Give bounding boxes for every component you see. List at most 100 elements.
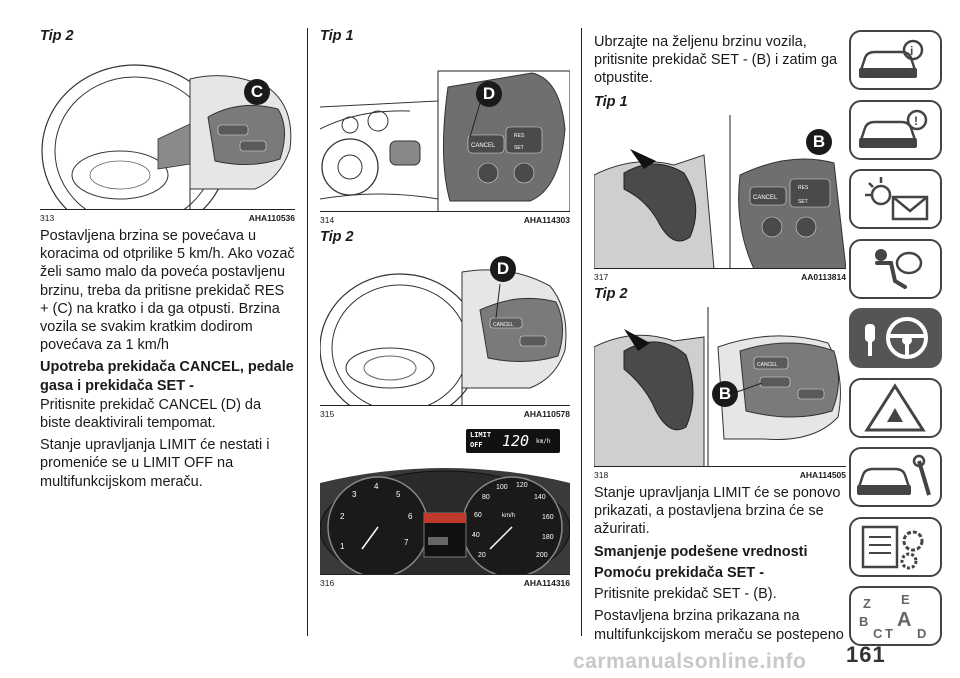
watermark: carmanualsonline.info <box>573 650 807 673</box>
paragraph: Postavljena brzina prikazana na multifun… <box>594 608 844 643</box>
tab-key-steering[interactable] <box>849 308 942 368</box>
column-2: Tip 1 CANCEL RES SET D 314 AHA114303 Tip <box>320 28 570 592</box>
column-divider <box>581 28 582 636</box>
paragraph: Postavljena brzina se povećava u koracim… <box>40 228 295 354</box>
dashboard-steering-illustration: CANCEL RES SET <box>320 70 570 211</box>
svg-text:i: i <box>910 44 913 58</box>
figure-caption: 314 AHA114303 <box>320 215 570 225</box>
callout-b: B <box>806 128 832 155</box>
spec-sheet-gear-icon <box>861 525 924 569</box>
svg-text:7: 7 <box>404 538 409 547</box>
callout-b: B <box>712 380 738 407</box>
svg-text:D: D <box>917 626 926 641</box>
figure-317: CANCEL RES SET B <box>594 114 846 269</box>
cancel-label: CANCEL <box>757 362 778 368</box>
cancel-label: CANCEL <box>471 143 496 149</box>
tab-car-info[interactable]: i <box>849 30 942 90</box>
paragraph: Stanje upravljanja LIMIT će se ponovo pr… <box>594 484 841 538</box>
paragraph: Stanje upravljanja LIMIT će nestati i pr… <box>40 437 270 490</box>
figure-caption: 313 AHA110536 <box>40 213 295 223</box>
lcd-speed: 120 <box>502 432 530 450</box>
figure-313: C <box>40 49 295 210</box>
svg-text:3: 3 <box>352 490 357 499</box>
tip-heading: Tip 2 <box>320 229 354 245</box>
paragraph: Ubrzajte na željenu brzinu vozila, priti… <box>594 34 838 87</box>
figure-code: AHA110578 <box>523 409 570 419</box>
svg-text:60: 60 <box>474 512 482 519</box>
svg-text:A: A <box>897 609 911 631</box>
figure-number: 317 <box>594 271 609 282</box>
tip-heading: Tip 2 <box>40 28 74 44</box>
res-label: RES <box>514 133 525 139</box>
tip-heading: Tip 1 <box>594 93 628 110</box>
callout-c: C <box>244 79 270 105</box>
hand-pressing-switch-illustration: CANCEL RES SET <box>594 114 846 268</box>
figure-number: 316 <box>320 578 335 588</box>
svg-text:1: 1 <box>340 542 345 551</box>
figure-code: AHA114505 <box>799 469 846 480</box>
callout-d: D <box>490 256 516 282</box>
svg-text:40: 40 <box>472 532 480 539</box>
figure-code: AA0113814 <box>801 271 846 282</box>
svg-text:B: B <box>859 614 868 629</box>
figure-code: AHA110536 <box>248 213 295 223</box>
tab-car-warning[interactable]: ! <box>849 99 942 160</box>
speed-unit-label: km/h <box>502 513 515 519</box>
paragraph: Pritisnite prekidač CANCEL (D) da biste … <box>40 396 262 432</box>
section-heading: Smanjenje podešene vrednosti Pomoću prek… <box>594 544 808 582</box>
figure-number: 314 <box>320 215 335 225</box>
svg-text:E: E <box>901 592 910 607</box>
figure-code: AHA114316 <box>523 578 570 588</box>
figure-caption: 318 AHA114505 <box>594 470 846 480</box>
column-divider <box>307 28 308 636</box>
cancel-label: CANCEL <box>753 195 778 201</box>
section-heading: Upotreba prekidača CANCEL, pedale gasa i… <box>40 359 294 394</box>
figure-number: 318 <box>594 469 609 480</box>
lcd-limit-off-display: LIMIT OFF 120 km/h <box>466 429 560 453</box>
figure-code: AHA114303 <box>523 215 570 225</box>
lcd-off: OFF <box>470 441 483 449</box>
svg-text:5: 5 <box>396 490 401 499</box>
figure-315: CANCEL D <box>320 250 570 406</box>
tip-heading: Tip 1 <box>320 28 354 44</box>
figure-number: 315 <box>320 409 335 419</box>
callout-d: D <box>476 81 502 107</box>
tachometer-ticks: 1 2 3 4 5 6 7 <box>340 482 413 551</box>
svg-text:Z: Z <box>863 596 871 611</box>
lcd-limit: LIMIT <box>470 431 492 439</box>
figure-caption: 315 AHA110578 <box>320 409 570 419</box>
svg-text:6: 6 <box>408 512 413 521</box>
hand-pressing-switch-illustration: CANCEL <box>594 306 841 466</box>
figure-314: CANCEL RES SET D <box>320 49 570 212</box>
set-label: SET <box>798 199 808 205</box>
paragraph: Pritisnite prekidač SET - (B). <box>594 586 777 603</box>
svg-text:20: 20 <box>478 552 486 559</box>
svg-text:160: 160 <box>542 514 554 521</box>
tab-alphabetical-index[interactable]: Z E A B C T D <box>849 586 942 646</box>
svg-text:120: 120 <box>516 482 528 489</box>
svg-text:140: 140 <box>534 494 546 501</box>
svg-text:180: 180 <box>542 534 554 541</box>
key-steering-wheel-icon <box>865 317 928 359</box>
alphabet-index-icon: Z E A B C T D <box>859 592 926 641</box>
tab-specifications[interactable] <box>849 516 942 577</box>
page-number: 161 <box>846 642 886 667</box>
svg-text:4: 4 <box>374 482 379 491</box>
airbag-passenger-icon <box>875 248 923 289</box>
tab-car-service[interactable] <box>849 447 942 507</box>
car-info-icon: i <box>859 39 924 78</box>
column-1: Tip 2 C 313 AHA110536 Postavljena brzina… <box>40 28 295 495</box>
car-warning-icon: ! <box>859 109 928 148</box>
tab-warning-triangle[interactable] <box>849 377 942 438</box>
svg-text:T: T <box>885 626 893 641</box>
warning-lights-mail-icon <box>865 177 929 221</box>
figure-caption: 317 AA0113814 <box>594 272 846 282</box>
res-label: RES <box>798 185 809 191</box>
tab-airbag[interactable] <box>849 238 942 299</box>
chapter-tabs: i ! <box>849 30 942 656</box>
lcd-unit: km/h <box>536 438 551 445</box>
svg-text:2: 2 <box>340 512 345 521</box>
tab-warning-lights[interactable] <box>849 169 942 229</box>
